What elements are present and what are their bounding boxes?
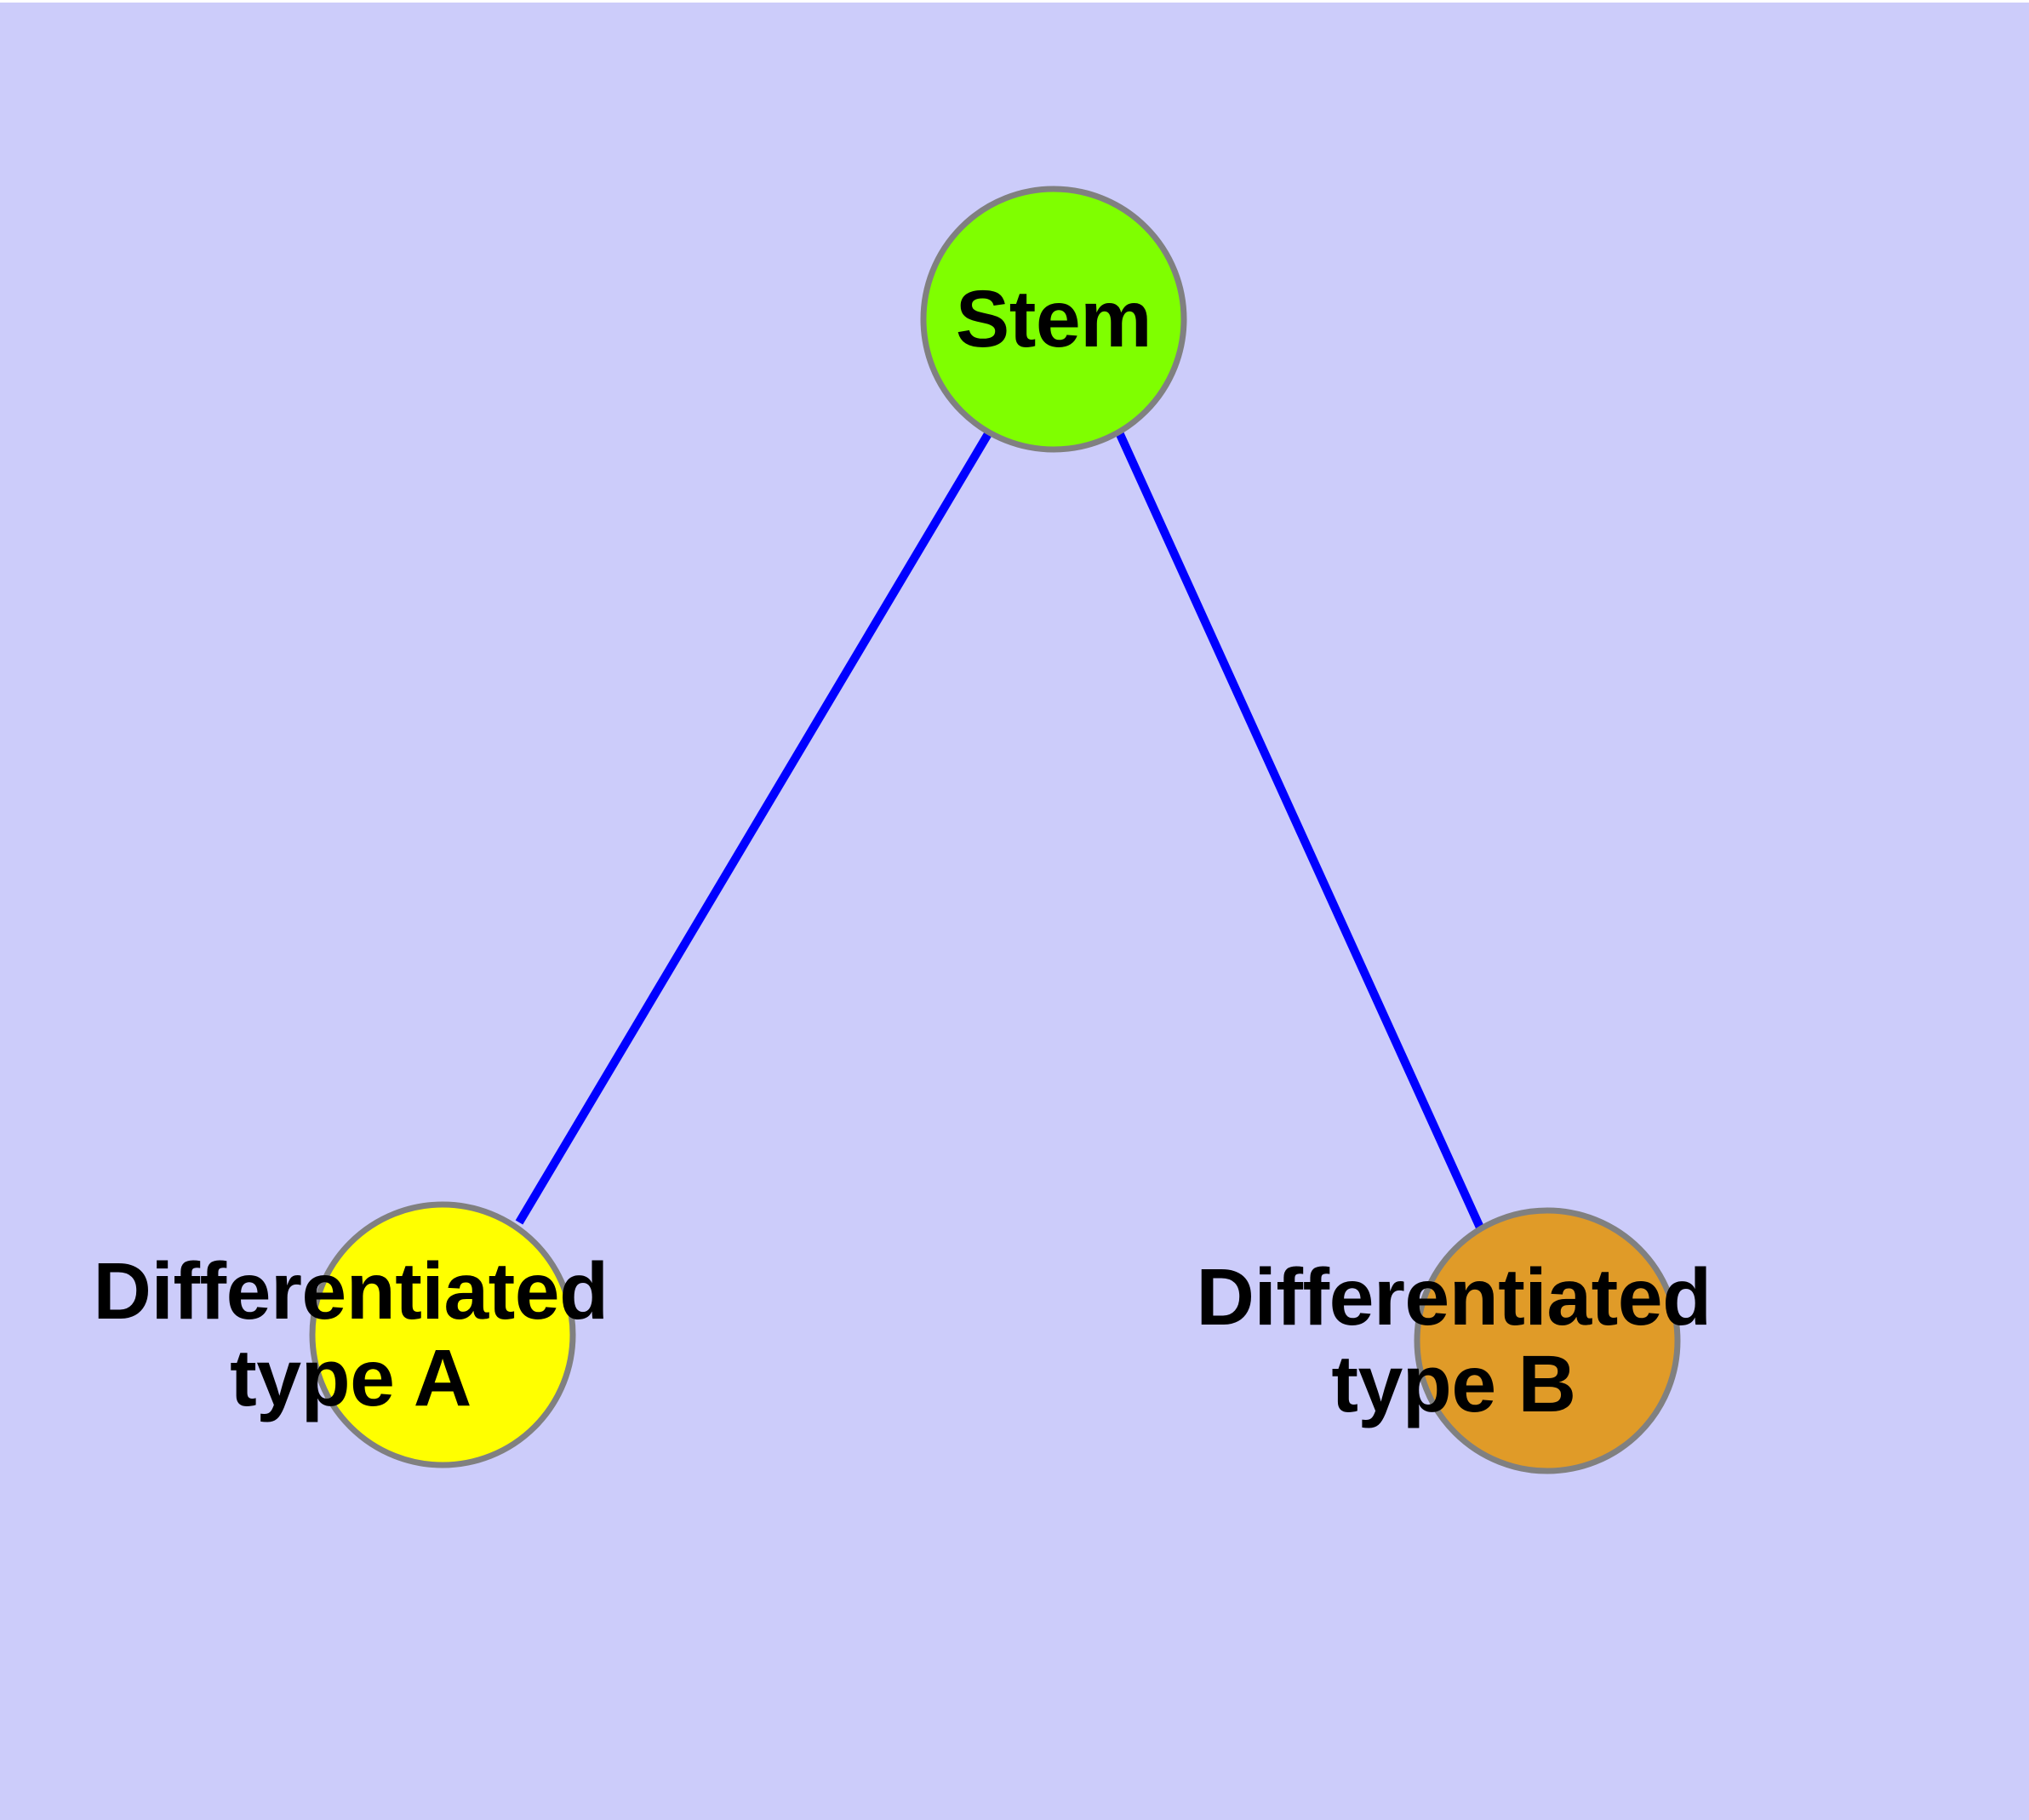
edge-stem-to-diff-a	[515, 430, 993, 1225]
node-diff-a[interactable]	[309, 1201, 576, 1468]
edge-stem-to-diff-b	[1115, 430, 1484, 1230]
node-stem[interactable]	[920, 186, 1187, 453]
node-diff-b[interactable]	[1414, 1207, 1681, 1474]
edges-layer	[515, 430, 1484, 1230]
nodes-layer	[309, 186, 1681, 1474]
